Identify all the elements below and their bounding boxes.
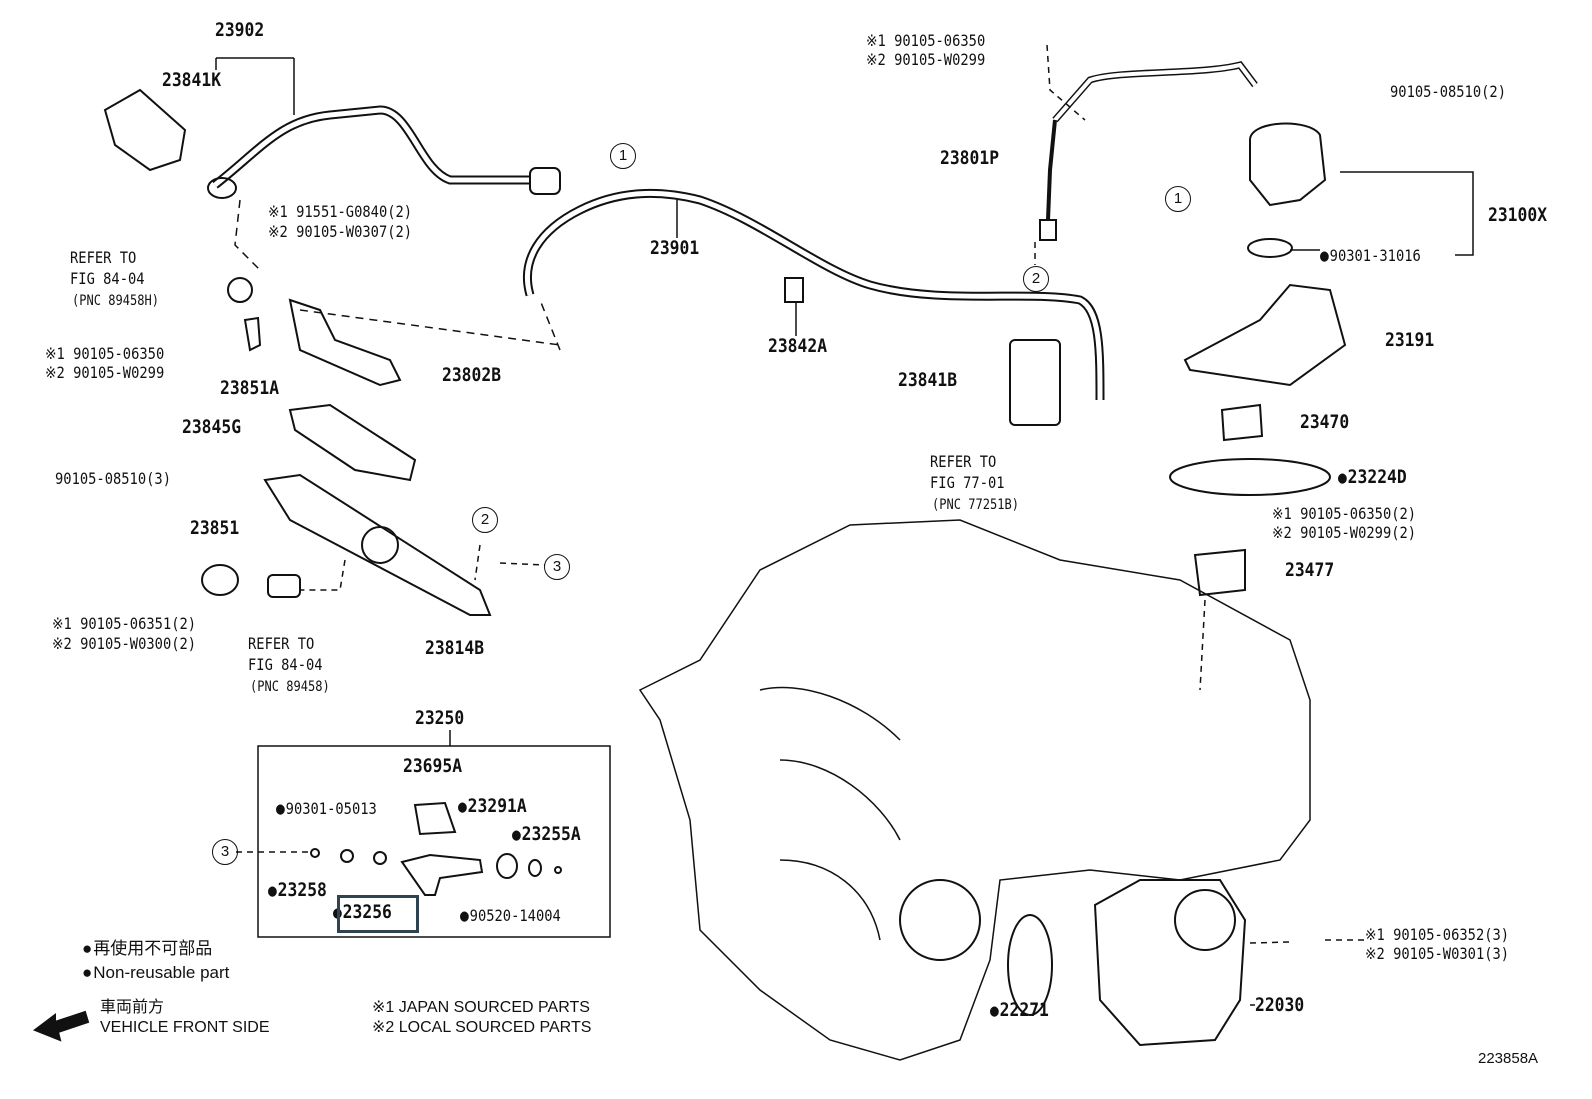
part-label[interactable]: ※1 90105-06351(2) (52, 614, 197, 633)
highlight-box (337, 895, 419, 933)
part-label[interactable]: 23258 (268, 880, 327, 901)
part-label[interactable]: ※2 90105-W0307(2) (268, 222, 413, 241)
figure-id: 223858A (1478, 1050, 1539, 1067)
part-label[interactable]: ※1 91551-G0840(2) (268, 202, 413, 221)
sensor-23841K (103, 88, 187, 172)
part-label[interactable]: 23814B (425, 637, 485, 659)
part-label[interactable]: 90105-08510(2) (1390, 82, 1506, 101)
refer-note[interactable]: FIG 84-04 (70, 269, 145, 288)
part-label[interactable]: 23842A (768, 335, 828, 357)
part-label[interactable]: 23470 (1300, 411, 1350, 433)
connector-2-marker[interactable]: 2 (472, 507, 498, 533)
refer-note: REFER TO (930, 452, 997, 471)
legend-front-jp: 車両前方 (100, 999, 165, 1016)
refer-note: (PNC 89458H) (72, 293, 159, 309)
part-label[interactable]: ※2 90105-W0300(2) (52, 634, 197, 653)
part-label[interactable]: ※1 90105-06350(2) (1272, 504, 1417, 523)
gasket-23224D (1169, 458, 1331, 496)
gasket-23851 (201, 564, 239, 596)
bracket-23191 (1183, 283, 1347, 387)
part-label[interactable]: ※1 90105-06350 (866, 31, 986, 50)
engine-intake-manifold (638, 519, 1311, 1061)
part-label[interactable]: 23695A (403, 755, 463, 777)
part-label[interactable]: ※1 90105-06350 (45, 344, 165, 363)
legend-note-japan: ※1 JAPAN SOURCED PARTS (372, 999, 590, 1016)
legend-nonreusable-jp: 再使用不可部品 (82, 938, 212, 959)
part-label[interactable]: 23901 (650, 237, 700, 259)
refer-note: REFER TO (70, 248, 137, 267)
legend-front-en: VEHICLE FRONT SIDE (100, 1019, 270, 1036)
refer-note: (PNC 77251B) (932, 497, 1019, 513)
injector-23250 (400, 853, 484, 896)
delivery-pipe-23814B (263, 473, 492, 616)
part-label[interactable]: ※1 90105-06352(3) (1365, 925, 1510, 944)
part-label[interactable]: ※2 90105-W0299 (866, 50, 986, 69)
part-label[interactable]: 23255A (512, 824, 581, 845)
part-label[interactable]: 23477 (1285, 559, 1335, 581)
part-label[interactable]: 23191 (1385, 329, 1435, 351)
connector-2-marker[interactable]: 2 (1023, 266, 1049, 292)
part-label[interactable]: 23841K (162, 69, 222, 91)
connector-3-marker[interactable]: 3 (212, 839, 238, 865)
part-label[interactable]: 23802B (442, 364, 502, 386)
connector-1-marker[interactable]: 1 (610, 143, 636, 169)
part-label[interactable]: 90105-08510(3) (55, 469, 171, 488)
throttle-port (899, 879, 981, 961)
part-label[interactable]: 23902 (215, 19, 265, 41)
legend-nonreusable-en: Non-reusable part (82, 962, 229, 983)
vsv-23841B (1009, 339, 1061, 426)
refer-note[interactable]: FIG 77-01 (930, 473, 1005, 492)
lifter-23470 (1220, 403, 1264, 442)
insulator-23845G (288, 403, 417, 482)
part-label[interactable]: 23224D (1338, 467, 1407, 488)
clamp-23695A (413, 801, 457, 836)
part-label[interactable]: 23851 (190, 517, 240, 539)
refer-note: (PNC 89458) (250, 679, 330, 695)
refer-note: REFER TO (248, 634, 315, 653)
housing-23477 (1193, 548, 1246, 597)
pump-23100X (1249, 122, 1327, 207)
injector-kit-box (257, 745, 611, 938)
connector-3-marker[interactable]: 3 (544, 554, 570, 580)
part-label[interactable]: 23100X (1488, 204, 1548, 226)
part-label[interactable]: 90301-05013 (276, 799, 377, 819)
vehicle-front-arrow-icon (32, 1010, 90, 1042)
part-label-highlighted[interactable]: 23256 (333, 902, 392, 923)
refer-note[interactable]: FIG 84-04 (248, 655, 323, 674)
part-label[interactable]: 23250 (415, 707, 465, 729)
part-label[interactable]: ※2 90105-W0301(3) (1365, 944, 1510, 963)
part-label[interactable]: 23801P (940, 147, 1000, 169)
part-label[interactable]: 22030 (1255, 994, 1305, 1016)
part-label[interactable]: 23291A (458, 796, 527, 817)
part-label[interactable]: 23851A (220, 377, 280, 399)
sensor-23802B (288, 298, 402, 387)
throttle-body-22030 (1093, 879, 1247, 1047)
part-label[interactable]: 22271 (990, 1000, 1049, 1021)
legend-note-local: ※2 LOCAL SOURCED PARTS (372, 1019, 592, 1036)
part-label[interactable]: 90301-31016 (1320, 246, 1421, 266)
part-label[interactable]: ※2 90105-W0299 (45, 363, 165, 382)
connector-1-marker[interactable]: 1 (1165, 186, 1191, 212)
part-label[interactable]: 90520-14004 (460, 906, 561, 926)
part-label[interactable]: 23845G (182, 416, 242, 438)
part-label[interactable]: 23841B (898, 369, 958, 391)
part-label[interactable]: ※2 90105-W0299(2) (1272, 523, 1417, 542)
